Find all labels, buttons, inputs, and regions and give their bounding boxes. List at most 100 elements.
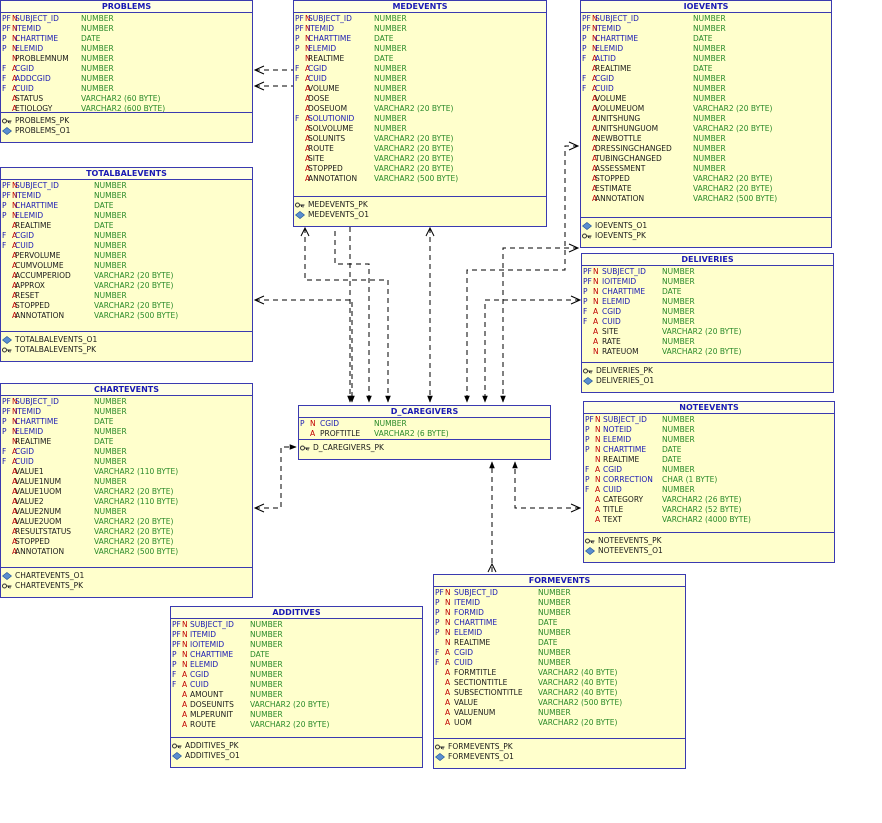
table-title[interactable]: IOEVENTS — [581, 1, 831, 13]
index-row[interactable]: PROBLEMS_O1 — [1, 126, 252, 136]
index-row[interactable]: NOTEEVENTS_O1 — [584, 546, 834, 556]
index-row[interactable]: CHARTEVENTS_PK — [1, 581, 252, 591]
index-row[interactable]: TOTALBALEVENTS_O1 — [1, 335, 252, 345]
index-row[interactable]: PROBLEMS_PK — [1, 116, 252, 126]
table-title[interactable]: PROBLEMS — [1, 1, 252, 13]
index-row[interactable]: FORMEVENTS_O1 — [434, 752, 685, 762]
table-title[interactable]: D_CAREGIVERS — [299, 406, 550, 418]
index-row[interactable]: CHARTEVENTS_O1 — [1, 571, 252, 581]
index-row[interactable]: IOEVENTS_PK — [581, 231, 831, 241]
index-row[interactable]: D_CAREGIVERS_PK — [299, 443, 550, 453]
index-row[interactable]: ADDITIVES_O1 — [171, 751, 422, 761]
index-row[interactable]: NOTEEVENTS_PK — [584, 536, 834, 546]
table-title[interactable]: CHARTEVENTS — [1, 384, 252, 396]
index-row[interactable]: DELIVERIES_O1 — [582, 376, 833, 386]
index-row[interactable]: TOTALBALEVENTS_PK — [1, 345, 252, 355]
